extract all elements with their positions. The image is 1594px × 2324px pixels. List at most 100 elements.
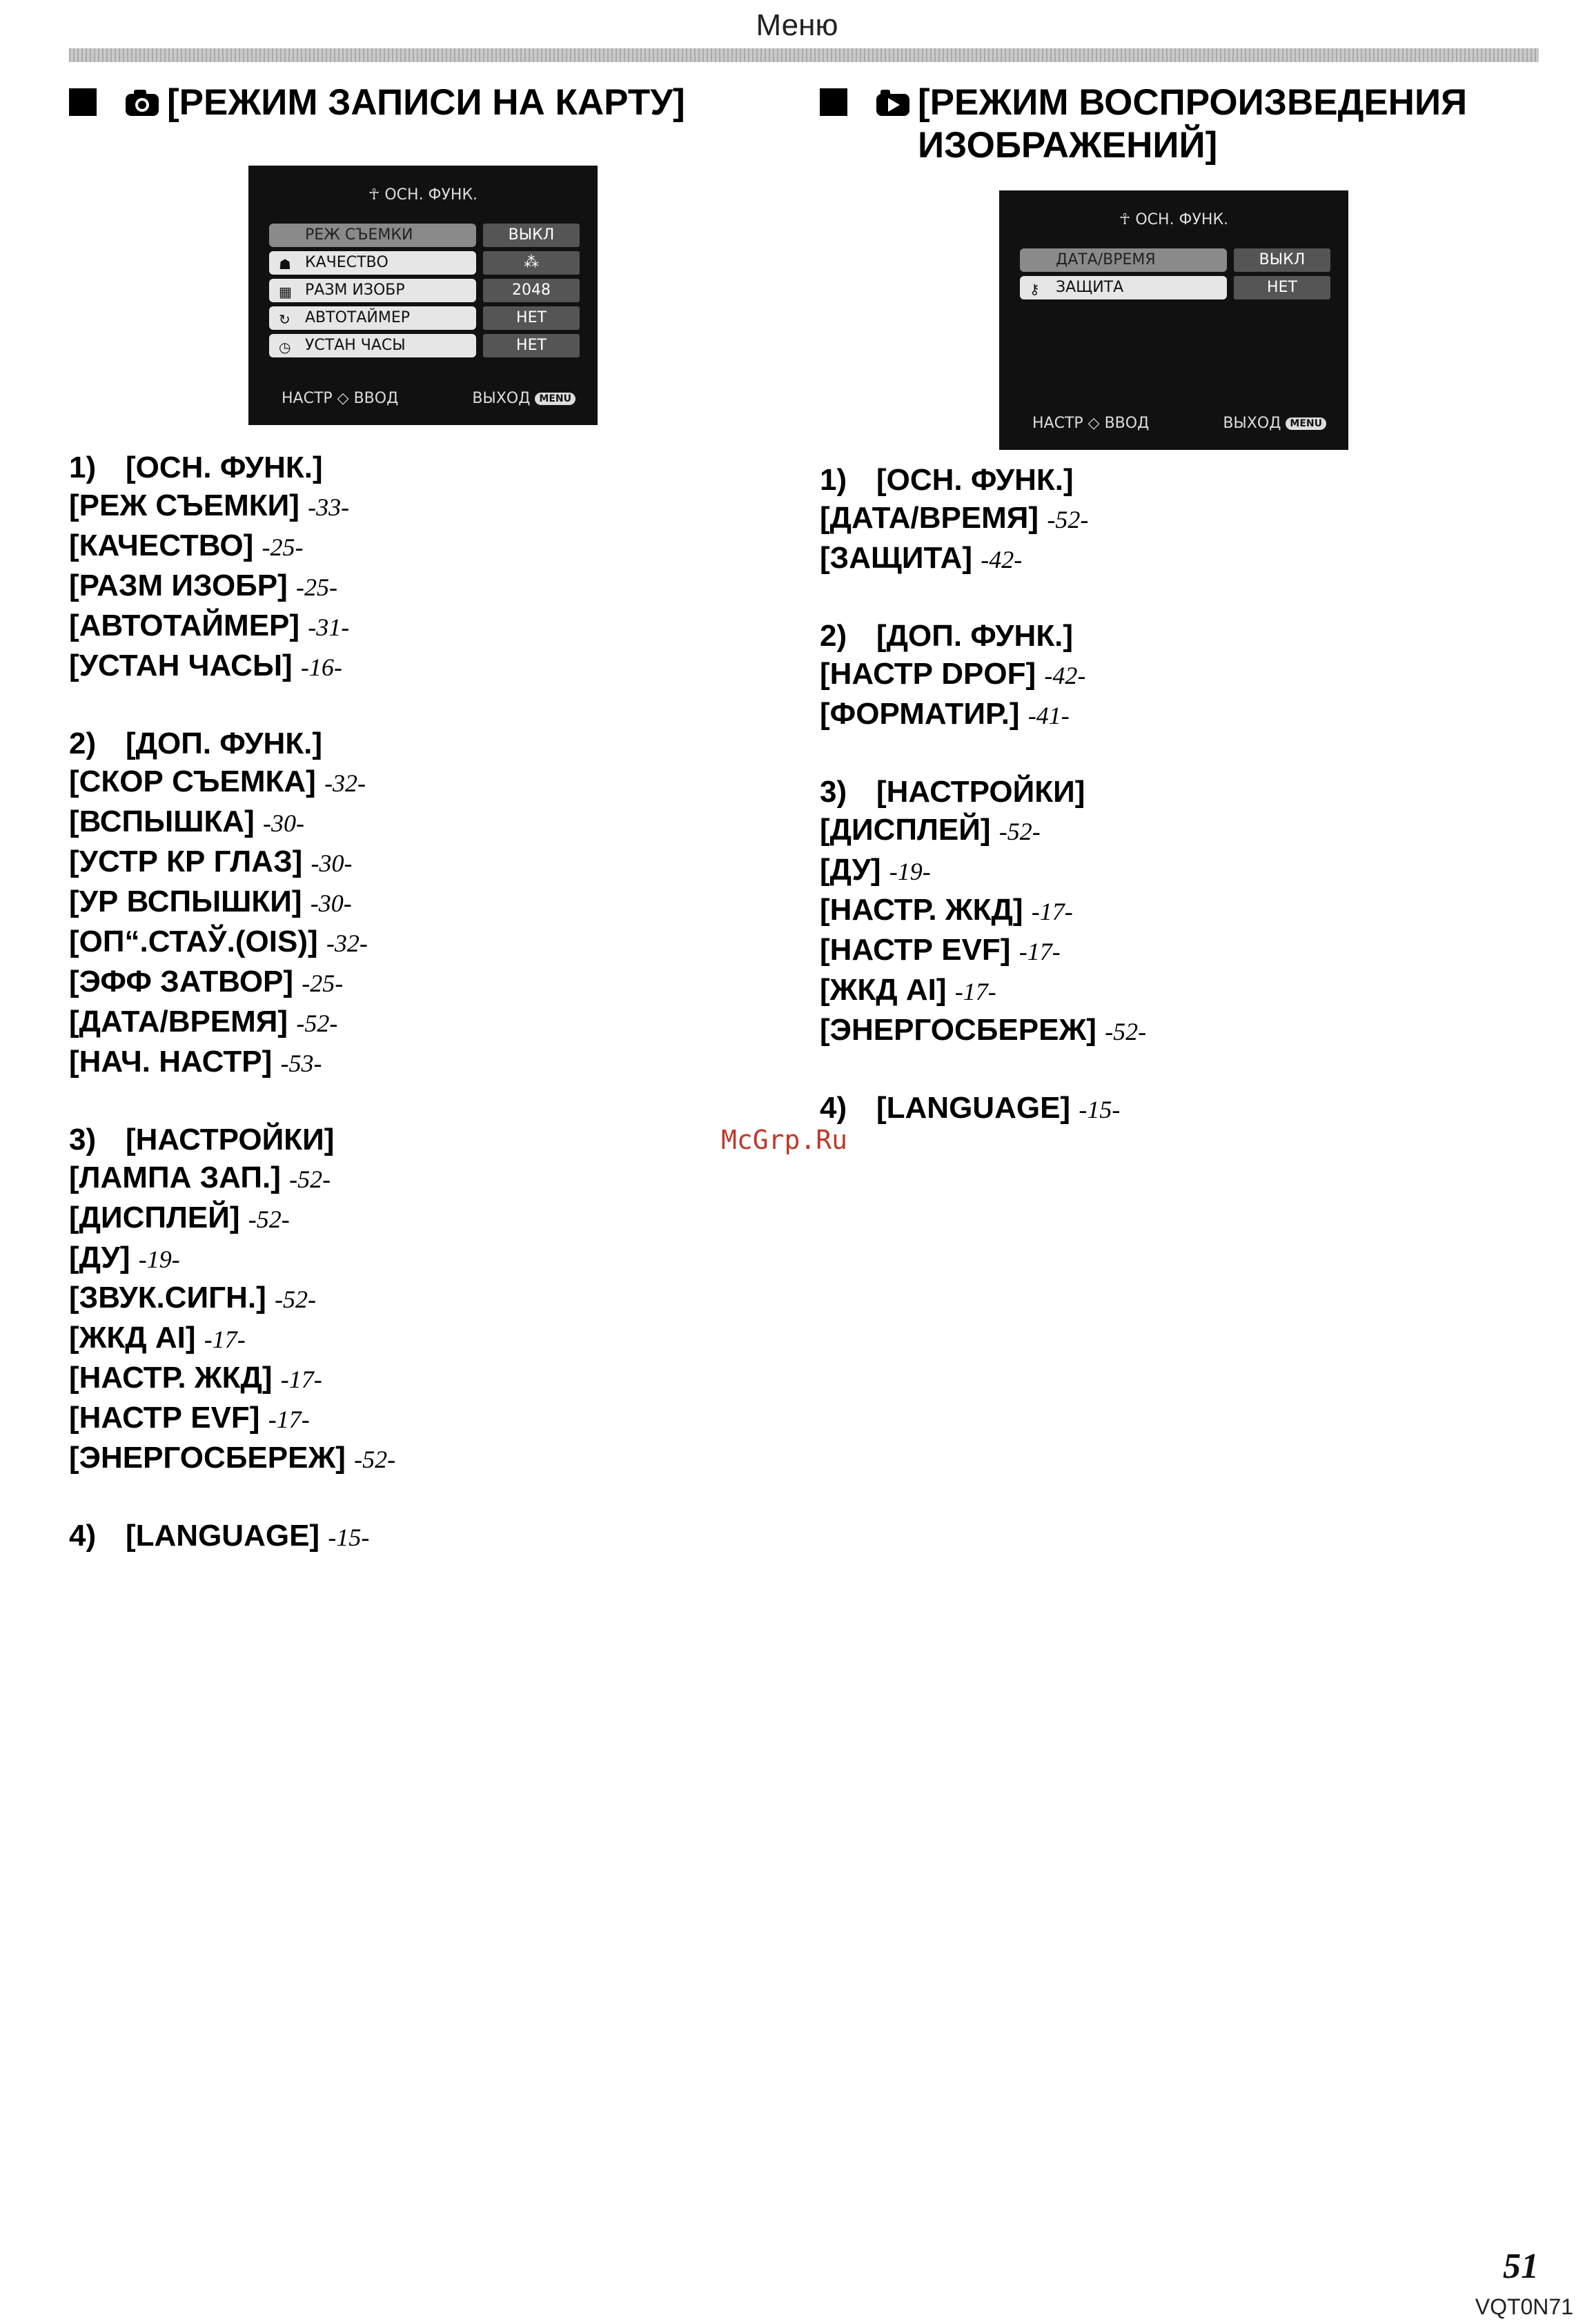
menu-group-title: [НАСТРОЙКИ] xyxy=(876,775,1085,809)
menu-item-label: [НАЧ. НАСТР] xyxy=(69,1045,273,1079)
image-size-icon: ▦ xyxy=(279,284,292,300)
left-menu-screen: ☥ ОСН. ФУНК. РЕЖ СЪЕМКИ ВЫКЛ ☗ КАЧЕСТВО … xyxy=(248,166,598,425)
page-reference: -52- xyxy=(1047,506,1089,533)
screen-row-value: 2048 xyxy=(483,279,580,302)
page-reference: -53- xyxy=(280,1050,322,1077)
camera-icon xyxy=(126,90,159,116)
menu-item-label: [НАСТР EVF] xyxy=(69,1401,260,1435)
bullet-square-icon xyxy=(820,88,847,116)
menu-item: [УСТАН ЧАСЫ] -16- xyxy=(69,647,395,687)
screen-row-label: УСТАН ЧАСЫ xyxy=(269,334,476,357)
menu-group-heading: 4)[LANGUAGE] -15- xyxy=(69,1517,395,1557)
menu-item-label: [УСТР КР ГЛАЗ] xyxy=(69,845,303,878)
clock-icon: ◷ xyxy=(279,339,291,355)
page-reference: -52- xyxy=(248,1205,290,1233)
menu-item-label: [ДУ] xyxy=(820,853,881,887)
menu-group-number: 3) xyxy=(820,775,847,809)
page-number: 51 xyxy=(1503,2247,1539,2286)
menu-item-label: [ЭНЕРГОСБЕРЕЖ] xyxy=(820,1013,1096,1047)
key-icon: ⚷ xyxy=(1030,281,1040,297)
menu-item: [ЛАМПА ЗАП.] -52- xyxy=(69,1159,395,1199)
page-reference: -30- xyxy=(262,809,304,837)
menu-item-label: [РЕЖ СЪЕМКИ] xyxy=(69,489,299,522)
page-reference: -52- xyxy=(296,1010,338,1037)
page-reference: -32- xyxy=(326,929,368,957)
screen-footer-left: НАСТР ◇ ВВОД xyxy=(1032,415,1150,432)
left-menu-list: 1) [ОСН. ФУНК.] [РЕЖ СЪЕМКИ] -33- [КАЧЕСТВО… xyxy=(69,449,395,1595)
right-heading-text: [РЕЖИМ ВОСПРОИЗВЕДЕНИЯ ИЗОБРАЖЕНИЙ] xyxy=(918,82,1468,166)
menu-item-label: [АВТОТАЙМЕР] xyxy=(69,609,300,642)
menu-item-label: [ФОРМАТИР.] xyxy=(820,697,1020,731)
page-reference: -15- xyxy=(328,1524,370,1551)
menu-item: [НАСТР DPOF] -42- xyxy=(820,655,1146,695)
menu-group-number: 1) xyxy=(820,463,847,497)
menu-item: [ЭНЕРГОСБЕРЕЖ] -52- xyxy=(820,1011,1146,1051)
menu-item: [НАСТР. ЖКД] -17- xyxy=(820,891,1146,931)
right-menu-screen: ☥ ОСН. ФУНК. ДАТА/ВРЕМЯ ВЫКЛ ⚷ ЗАЩИТА НЕ… xyxy=(999,190,1348,450)
page-reference: -16- xyxy=(300,653,342,681)
menu-group: 2)[ДОП. ФУНК.][НАСТР DPOF] -42-[ФОРМАТИР… xyxy=(820,617,1146,735)
menu-item-label: [ЖКД AI] xyxy=(69,1321,196,1355)
screen-row: РЕЖ СЪЕМКИ ВЫКЛ xyxy=(269,224,580,248)
menu-group: 3)[НАСТРОЙКИ][ДИСПЛЕЙ] -52-[ДУ] -19-[НАС… xyxy=(820,773,1146,1051)
menu-item: [ДИСПЛЕЙ] -52- xyxy=(69,1199,395,1239)
left-heading-text: [РЕЖИМ ЗАПИСИ НА КАРТУ] xyxy=(167,82,685,123)
screen-row-value: ВЫКЛ xyxy=(1234,248,1330,272)
right-menu-list: 1)[ОСН. ФУНК.][ДАТА/ВРЕМЯ] -52-[ЗАЩИТА] … xyxy=(820,461,1146,1167)
menu-group-heading: 3) [НАСТРОЙКИ] xyxy=(69,1121,395,1159)
menu-group: 3) [НАСТРОЙКИ][ЛАМПА ЗАП.] -52-[ДИСПЛЕЙ] … xyxy=(69,1121,395,1479)
screen-row-value: ⁂ xyxy=(483,251,580,275)
screen-title: ☥ ОСН. ФУНК. xyxy=(368,186,478,204)
page-reference: -52- xyxy=(1105,1018,1147,1045)
menu-group-number: 4) xyxy=(820,1091,847,1125)
page-reference: -52- xyxy=(289,1165,331,1193)
screen-row-value: ВЫКЛ xyxy=(483,224,580,247)
page-reference: -17- xyxy=(1031,898,1073,925)
person-icon: ☥ xyxy=(1119,211,1136,228)
screen-footer-left: НАСТР ◇ ВВОД xyxy=(282,390,399,407)
menu-group-title: [НАСТРОЙКИ] xyxy=(126,1123,335,1156)
menu-group: 4)[LANGUAGE] -15- xyxy=(820,1089,1146,1129)
menu-group: 4)[LANGUAGE] -15- xyxy=(69,1517,395,1557)
document-code: VQT0N71 xyxy=(1475,2294,1573,2319)
screen-title: ☥ ОСН. ФУНК. xyxy=(1119,211,1229,228)
menu-item-label: [ДАТА/ВРЕМЯ] xyxy=(820,501,1039,535)
page-reference: -17- xyxy=(268,1406,310,1433)
page-reference: -17- xyxy=(954,978,996,1005)
menu-item: [ДИСПЛЕЙ] -52- xyxy=(820,811,1146,851)
page-header-title: Меню xyxy=(756,8,838,42)
screen-row-label: АВТОТАЙМЕР xyxy=(269,306,476,330)
menu-group-number: 3) xyxy=(69,1123,97,1156)
menu-group-number: 1) xyxy=(69,451,97,484)
menu-group-number: 2) xyxy=(820,619,847,653)
menu-item-label: [КАЧЕСТВО] xyxy=(69,529,254,562)
menu-item-label: [ВСПЫШКА] xyxy=(69,805,255,838)
menu-group-title: [LANGUAGE] xyxy=(876,1091,1071,1125)
menu-group-heading: 1) [ОСН. ФУНК.] xyxy=(69,449,395,486)
menu-badge: MENU xyxy=(1286,417,1326,430)
watermark: McGrp.Ru xyxy=(721,1125,848,1155)
page-reference: -33- xyxy=(308,493,350,521)
screen-row-label: ЗАЩИТА xyxy=(1020,276,1227,299)
menu-item: [НАСТР EVF] -17- xyxy=(820,931,1146,971)
menu-group: 2)[ДОП. ФУНК.][СКОР СЪЕМКА] -32-[ВСПЫШКА… xyxy=(69,725,395,1083)
menu-item: [ЗАЩИТА] -42- xyxy=(820,539,1146,579)
menu-group-title: [ОСН. ФУНК.] xyxy=(126,451,323,484)
menu-item: [ДАТА/ВРЕМЯ] -52- xyxy=(820,499,1146,539)
right-section-heading: [РЕЖИМ ВОСПРОИЗВЕДЕНИЯ ИЗОБРАЖЕНИЙ] xyxy=(820,81,1467,167)
menu-item: [ЖКД AI] -17- xyxy=(820,971,1146,1011)
screen-row: ↻ АВТОТАЙМЕР НЕТ xyxy=(269,306,580,331)
menu-item-label: [ЗАЩИТА] xyxy=(820,541,972,575)
page-reference: -25- xyxy=(296,573,338,601)
menu-group-heading: 1)[ОСН. ФУНК.] xyxy=(820,461,1146,499)
menu-item-label: [ЗВУК.СИГН.] xyxy=(69,1281,266,1314)
menu-item-label: [НАСТР EVF] xyxy=(820,933,1011,967)
menu-group-heading: 2)[ДОП. ФУНК.] xyxy=(820,617,1146,655)
menu-item-label: [НАСТР DPOF] xyxy=(820,657,1036,691)
page-reference: -52- xyxy=(354,1446,396,1473)
menu-group-title: [ДОП. ФУНК.] xyxy=(126,727,323,760)
screen-row-value: НЕТ xyxy=(483,334,580,357)
page-reference: -17- xyxy=(204,1326,246,1353)
menu-item: [ЗВУК.СИГН.] -52- xyxy=(69,1279,395,1319)
page-reference: -19- xyxy=(138,1245,180,1273)
